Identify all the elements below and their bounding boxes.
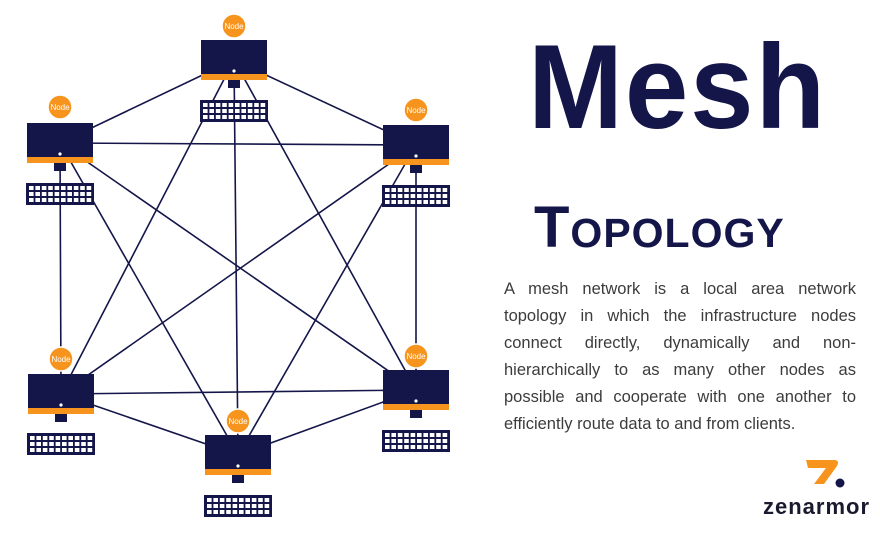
description-text: A mesh network is a local area network t… [504, 280, 856, 433]
keyboard-icon [200, 100, 268, 122]
node-lower-right: Node [382, 343, 450, 452]
monitor-icon [205, 435, 271, 483]
link-top-bottom [233, 59, 239, 456]
link-lower-left-lower-right [60, 389, 417, 395]
link-upper-left-lower-right [59, 142, 417, 391]
node-label: Node [228, 417, 248, 426]
node-bottom: Node [204, 408, 272, 517]
page-subtitle: Topology [534, 195, 785, 260]
node-label: Node [406, 352, 426, 361]
monitor-icon [27, 123, 93, 171]
link-upper-left-upper-right [59, 142, 417, 146]
node-label-badge: Node [47, 94, 73, 120]
keyboard-icon [382, 430, 450, 452]
monitor-icon [28, 374, 94, 422]
node-label-badge: Node [403, 97, 429, 123]
node-label-badge: Node [221, 13, 247, 39]
monitor-icon [383, 370, 449, 418]
node-label: Node [224, 22, 244, 31]
node-label: Node [51, 355, 71, 364]
node-top: Node [200, 13, 268, 122]
node-label: Node [50, 103, 70, 112]
node-upper-left: Node [26, 94, 94, 205]
node-label: Node [406, 106, 426, 115]
monitor-icon [201, 40, 267, 88]
keyboard-icon [27, 433, 95, 455]
node-label-badge: Node [225, 408, 251, 434]
keyboard-icon [382, 185, 450, 207]
node-lower-left: Node [27, 346, 95, 455]
brand-wordmark: zenarmor [763, 494, 871, 519]
page-title: Mesh [528, 20, 828, 154]
zenarmor-logo-icon [806, 460, 845, 488]
link-upper-right-lower-left [60, 144, 417, 395]
node-upper-right: Node [382, 97, 450, 207]
node-label-badge: Node [403, 343, 429, 369]
node-label-badge: Node [48, 346, 74, 372]
keyboard-icon [204, 495, 272, 517]
monitor-icon [383, 125, 449, 173]
keyboard-icon [26, 183, 94, 205]
